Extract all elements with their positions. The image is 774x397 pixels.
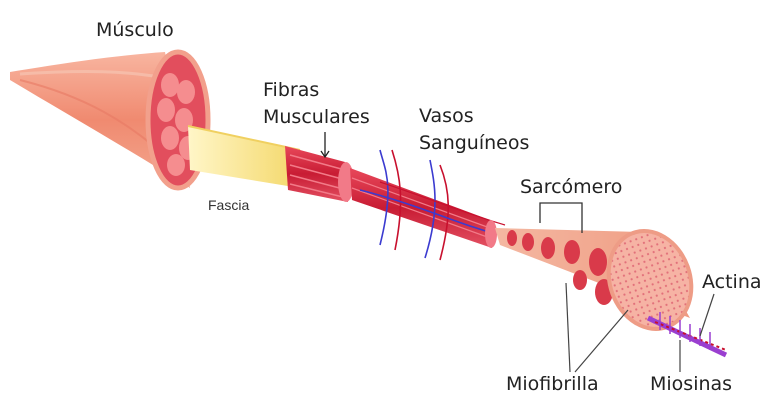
label-miofibrilla: Miofibrilla xyxy=(506,373,599,395)
label-sarcomero: Sarcómero xyxy=(520,176,622,198)
muscle-fiber-bundle xyxy=(285,146,354,202)
label-vasos-line2: Sanguíneos xyxy=(419,132,529,154)
label-fascia: Fascia xyxy=(208,197,249,213)
fascia-illustration xyxy=(188,126,300,188)
label-musculo: Músculo xyxy=(96,19,174,41)
blood-vessels-illustration xyxy=(350,150,505,260)
myofibril-illustration xyxy=(495,219,705,340)
label-miosinas: Miosinas xyxy=(650,373,732,395)
label-vasos-line1: Vasos xyxy=(419,105,474,127)
label-fibras-line1: Fibras xyxy=(263,79,319,101)
muscle-illustration xyxy=(10,52,208,188)
label-fibras-line2: Musculares xyxy=(263,106,370,128)
label-actina: Actina xyxy=(702,271,762,293)
myosin-actin-filaments xyxy=(648,312,726,355)
